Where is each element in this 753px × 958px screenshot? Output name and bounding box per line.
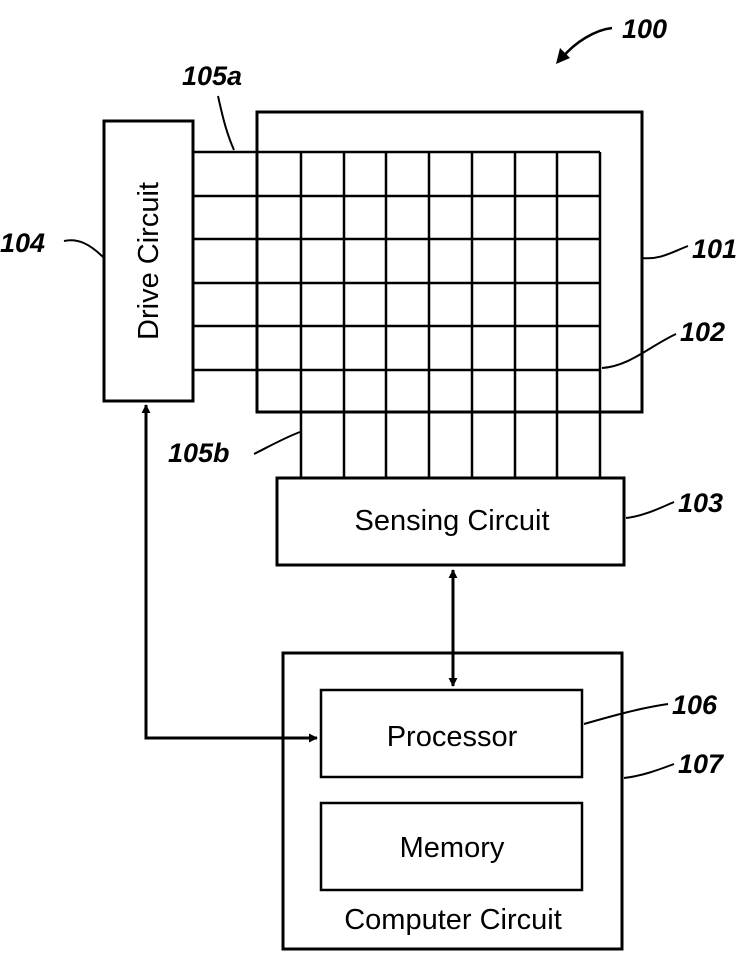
ref-105b-text: 105b <box>168 438 230 468</box>
ref-107-leader <box>624 764 674 778</box>
ref-104-text: 104 <box>0 228 45 258</box>
ref-106-text: 106 <box>672 690 718 720</box>
ref-103-text: 103 <box>678 488 723 518</box>
ref-104-leader <box>64 240 104 258</box>
ref-101-leader <box>642 246 688 258</box>
ref-label-101: 101 <box>642 234 737 264</box>
ref-105b-leader <box>254 432 300 454</box>
ref-label-102: 102 <box>602 317 725 368</box>
ref-label-106: 106 <box>584 690 718 724</box>
ref-102-text: 102 <box>680 317 725 347</box>
ref-107-text: 107 <box>678 749 725 779</box>
figure-number-label: 100 <box>622 14 667 44</box>
ref-label-105b: 105b <box>168 432 300 468</box>
ref-106-leader <box>584 704 668 724</box>
sensor-grid <box>193 152 600 478</box>
figure-number-leader <box>562 28 612 58</box>
computer-circuit-label: Computer Circuit <box>344 904 562 936</box>
ref-label-104: 104 <box>0 228 104 258</box>
ref-101-text: 101 <box>692 234 737 264</box>
ref-label-107: 107 <box>624 749 725 779</box>
ref-102-leader <box>602 334 676 368</box>
touch-panel-frame <box>257 112 642 412</box>
memory-label: Memory <box>400 832 505 864</box>
ref-label-105a: 105a <box>182 61 242 150</box>
ref-label-103: 103 <box>626 488 723 518</box>
ref-103-leader <box>626 502 674 518</box>
ref-105a-text: 105a <box>182 61 242 91</box>
ref-105a-leader <box>218 96 234 150</box>
processor-label: Processor <box>387 721 518 753</box>
sensing-circuit-label: Sensing Circuit <box>354 505 549 537</box>
drive-circuit-label: Drive Circuit <box>133 182 165 340</box>
